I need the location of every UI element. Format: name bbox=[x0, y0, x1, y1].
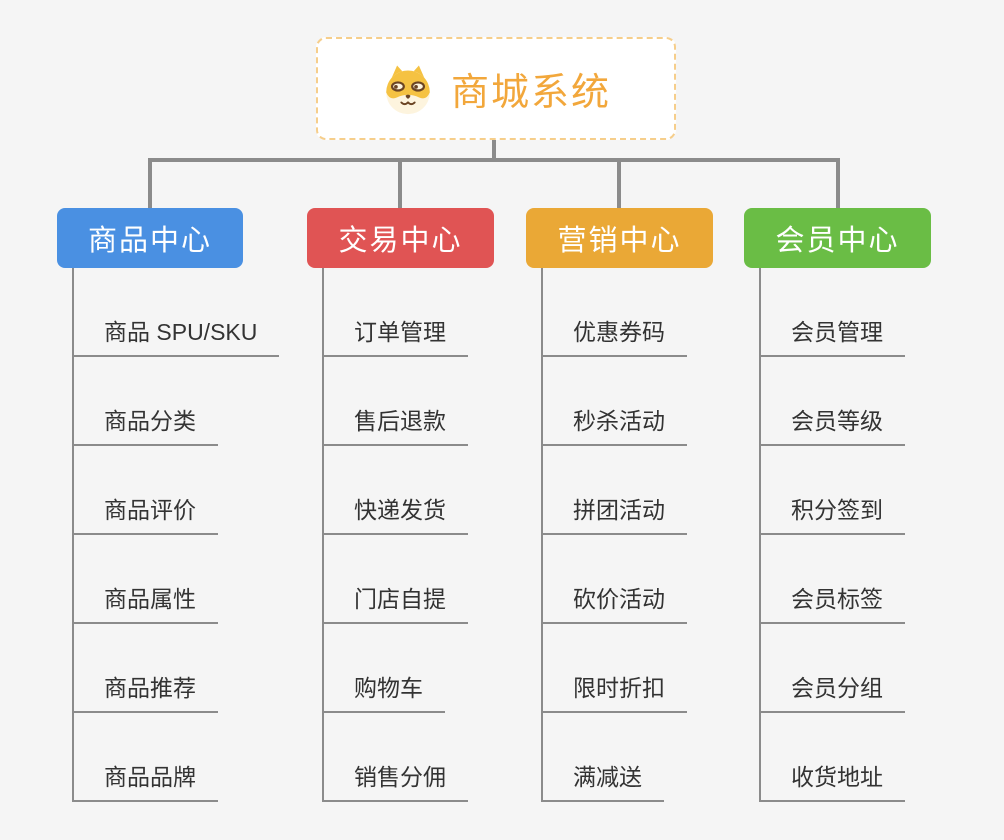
leaf-node[interactable]: 收货地址 bbox=[759, 713, 905, 802]
leaf-node[interactable]: 商品分类 bbox=[72, 357, 218, 446]
leaf-node[interactable]: 拼团活动 bbox=[541, 446, 687, 535]
leaf-node[interactable]: 优惠券码 bbox=[541, 268, 687, 357]
leaf-node[interactable]: 售后退款 bbox=[322, 357, 468, 446]
leaf-node[interactable]: 快递发货 bbox=[322, 446, 468, 535]
branch-node[interactable]: 商品中心 bbox=[57, 208, 243, 268]
connector-trunk-horizontal bbox=[148, 158, 840, 162]
leaf-node[interactable]: 销售分佣 bbox=[322, 713, 468, 802]
connector-drop bbox=[617, 158, 621, 208]
leaf-column: 会员管理会员等级积分签到会员标签会员分组收货地址 bbox=[759, 268, 905, 802]
leaf-node[interactable]: 商品 SPU/SKU bbox=[72, 268, 280, 357]
leaf-node[interactable]: 商品评价 bbox=[72, 446, 218, 535]
leaf-node[interactable]: 满减送 bbox=[541, 713, 664, 802]
connector-drop bbox=[148, 158, 152, 208]
connector-drop bbox=[836, 158, 840, 208]
leaf-column: 订单管理售后退款快递发货门店自提购物车销售分佣 bbox=[322, 268, 468, 802]
leaf-node[interactable]: 商品品牌 bbox=[72, 713, 218, 802]
leaf-column: 优惠券码秒杀活动拼团活动砍价活动限时折扣满减送 bbox=[541, 268, 687, 802]
leaf-node[interactable]: 订单管理 bbox=[322, 268, 468, 357]
leaf-node[interactable]: 商品推荐 bbox=[72, 624, 218, 713]
leaf-node[interactable]: 会员标签 bbox=[759, 535, 905, 624]
leaf-node[interactable]: 限时折扣 bbox=[541, 624, 687, 713]
leaf-node[interactable]: 会员分组 bbox=[759, 624, 905, 713]
connector-drop bbox=[398, 158, 402, 208]
leaf-node[interactable]: 会员等级 bbox=[759, 357, 905, 446]
connector-root-vertical bbox=[492, 140, 496, 162]
leaf-node[interactable]: 秒杀活动 bbox=[541, 357, 687, 446]
branch-node[interactable]: 营销中心 bbox=[526, 208, 713, 268]
root-title: 商城系统 bbox=[450, 72, 611, 114]
leaf-node[interactable]: 积分签到 bbox=[759, 446, 905, 535]
dog-face-icon bbox=[381, 63, 435, 115]
leaf-node[interactable]: 砍价活动 bbox=[541, 535, 687, 624]
branch-node[interactable]: 交易中心 bbox=[307, 208, 494, 268]
leaf-node[interactable]: 门店自提 bbox=[322, 535, 468, 624]
leaf-node[interactable]: 购物车 bbox=[322, 624, 445, 713]
leaf-node[interactable]: 商品属性 bbox=[72, 535, 218, 624]
branch-node[interactable]: 会员中心 bbox=[744, 208, 931, 268]
leaf-node[interactable]: 会员管理 bbox=[759, 268, 905, 357]
root-node[interactable]: 商城系统 bbox=[316, 37, 676, 140]
